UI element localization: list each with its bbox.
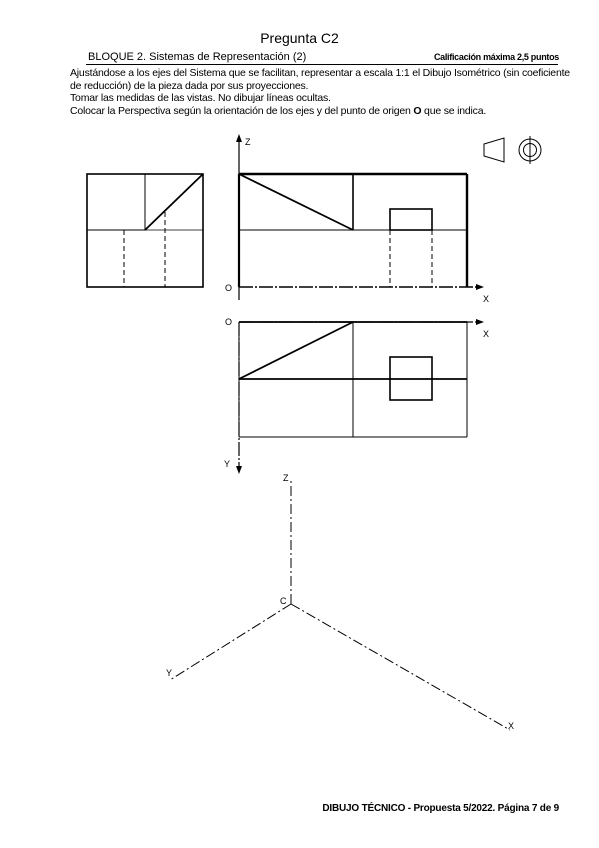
instruction-line-3: Tomar las medidas de las vistas. No dibu… xyxy=(70,92,331,105)
iso-origin-label: C xyxy=(280,596,287,606)
iso-x-label: X xyxy=(508,721,514,731)
instruction-line-2: de reducción) de la pieza dada por sus p… xyxy=(70,79,309,92)
front-view xyxy=(237,172,469,287)
page-footer: DIBUJO TÉCNICO - Propuesta 5/2022. Págin… xyxy=(322,803,559,814)
max-score-label: Calificación máxima 2,5 puntos xyxy=(433,52,559,62)
x-axis-label-top: X xyxy=(483,294,489,304)
page-title: Pregunta C2 xyxy=(260,30,339,46)
x-axis-label-bottom: X xyxy=(483,329,489,339)
origin-letter: O xyxy=(413,104,422,117)
origin-label-bottom: O xyxy=(225,317,232,327)
iso-x-axis xyxy=(290,603,511,731)
plan-view xyxy=(238,321,468,438)
origin-label-top: O xyxy=(225,283,232,293)
instructions: Ajustándose a los ejes del Sistema que s… xyxy=(70,67,570,117)
iso-y-axis xyxy=(169,603,292,681)
first-angle-projection-icon xyxy=(483,136,542,164)
isometric-axes xyxy=(169,480,511,731)
header-divider xyxy=(86,64,558,65)
profile-view xyxy=(86,173,204,288)
y-axis-label: Y xyxy=(224,459,230,469)
iso-y-label: Y xyxy=(166,668,172,678)
instruction-line-4: Colocar la Perspectiva según la orientac… xyxy=(70,104,487,117)
iso-z-label: Z xyxy=(283,473,289,483)
block-label: BLOQUE 2. Sistemas de Representación (2) xyxy=(88,51,307,63)
instruction-line-1: Ajustándose a los ejes del Sistema que s… xyxy=(70,67,570,79)
z-axis-label: Z xyxy=(245,137,251,147)
